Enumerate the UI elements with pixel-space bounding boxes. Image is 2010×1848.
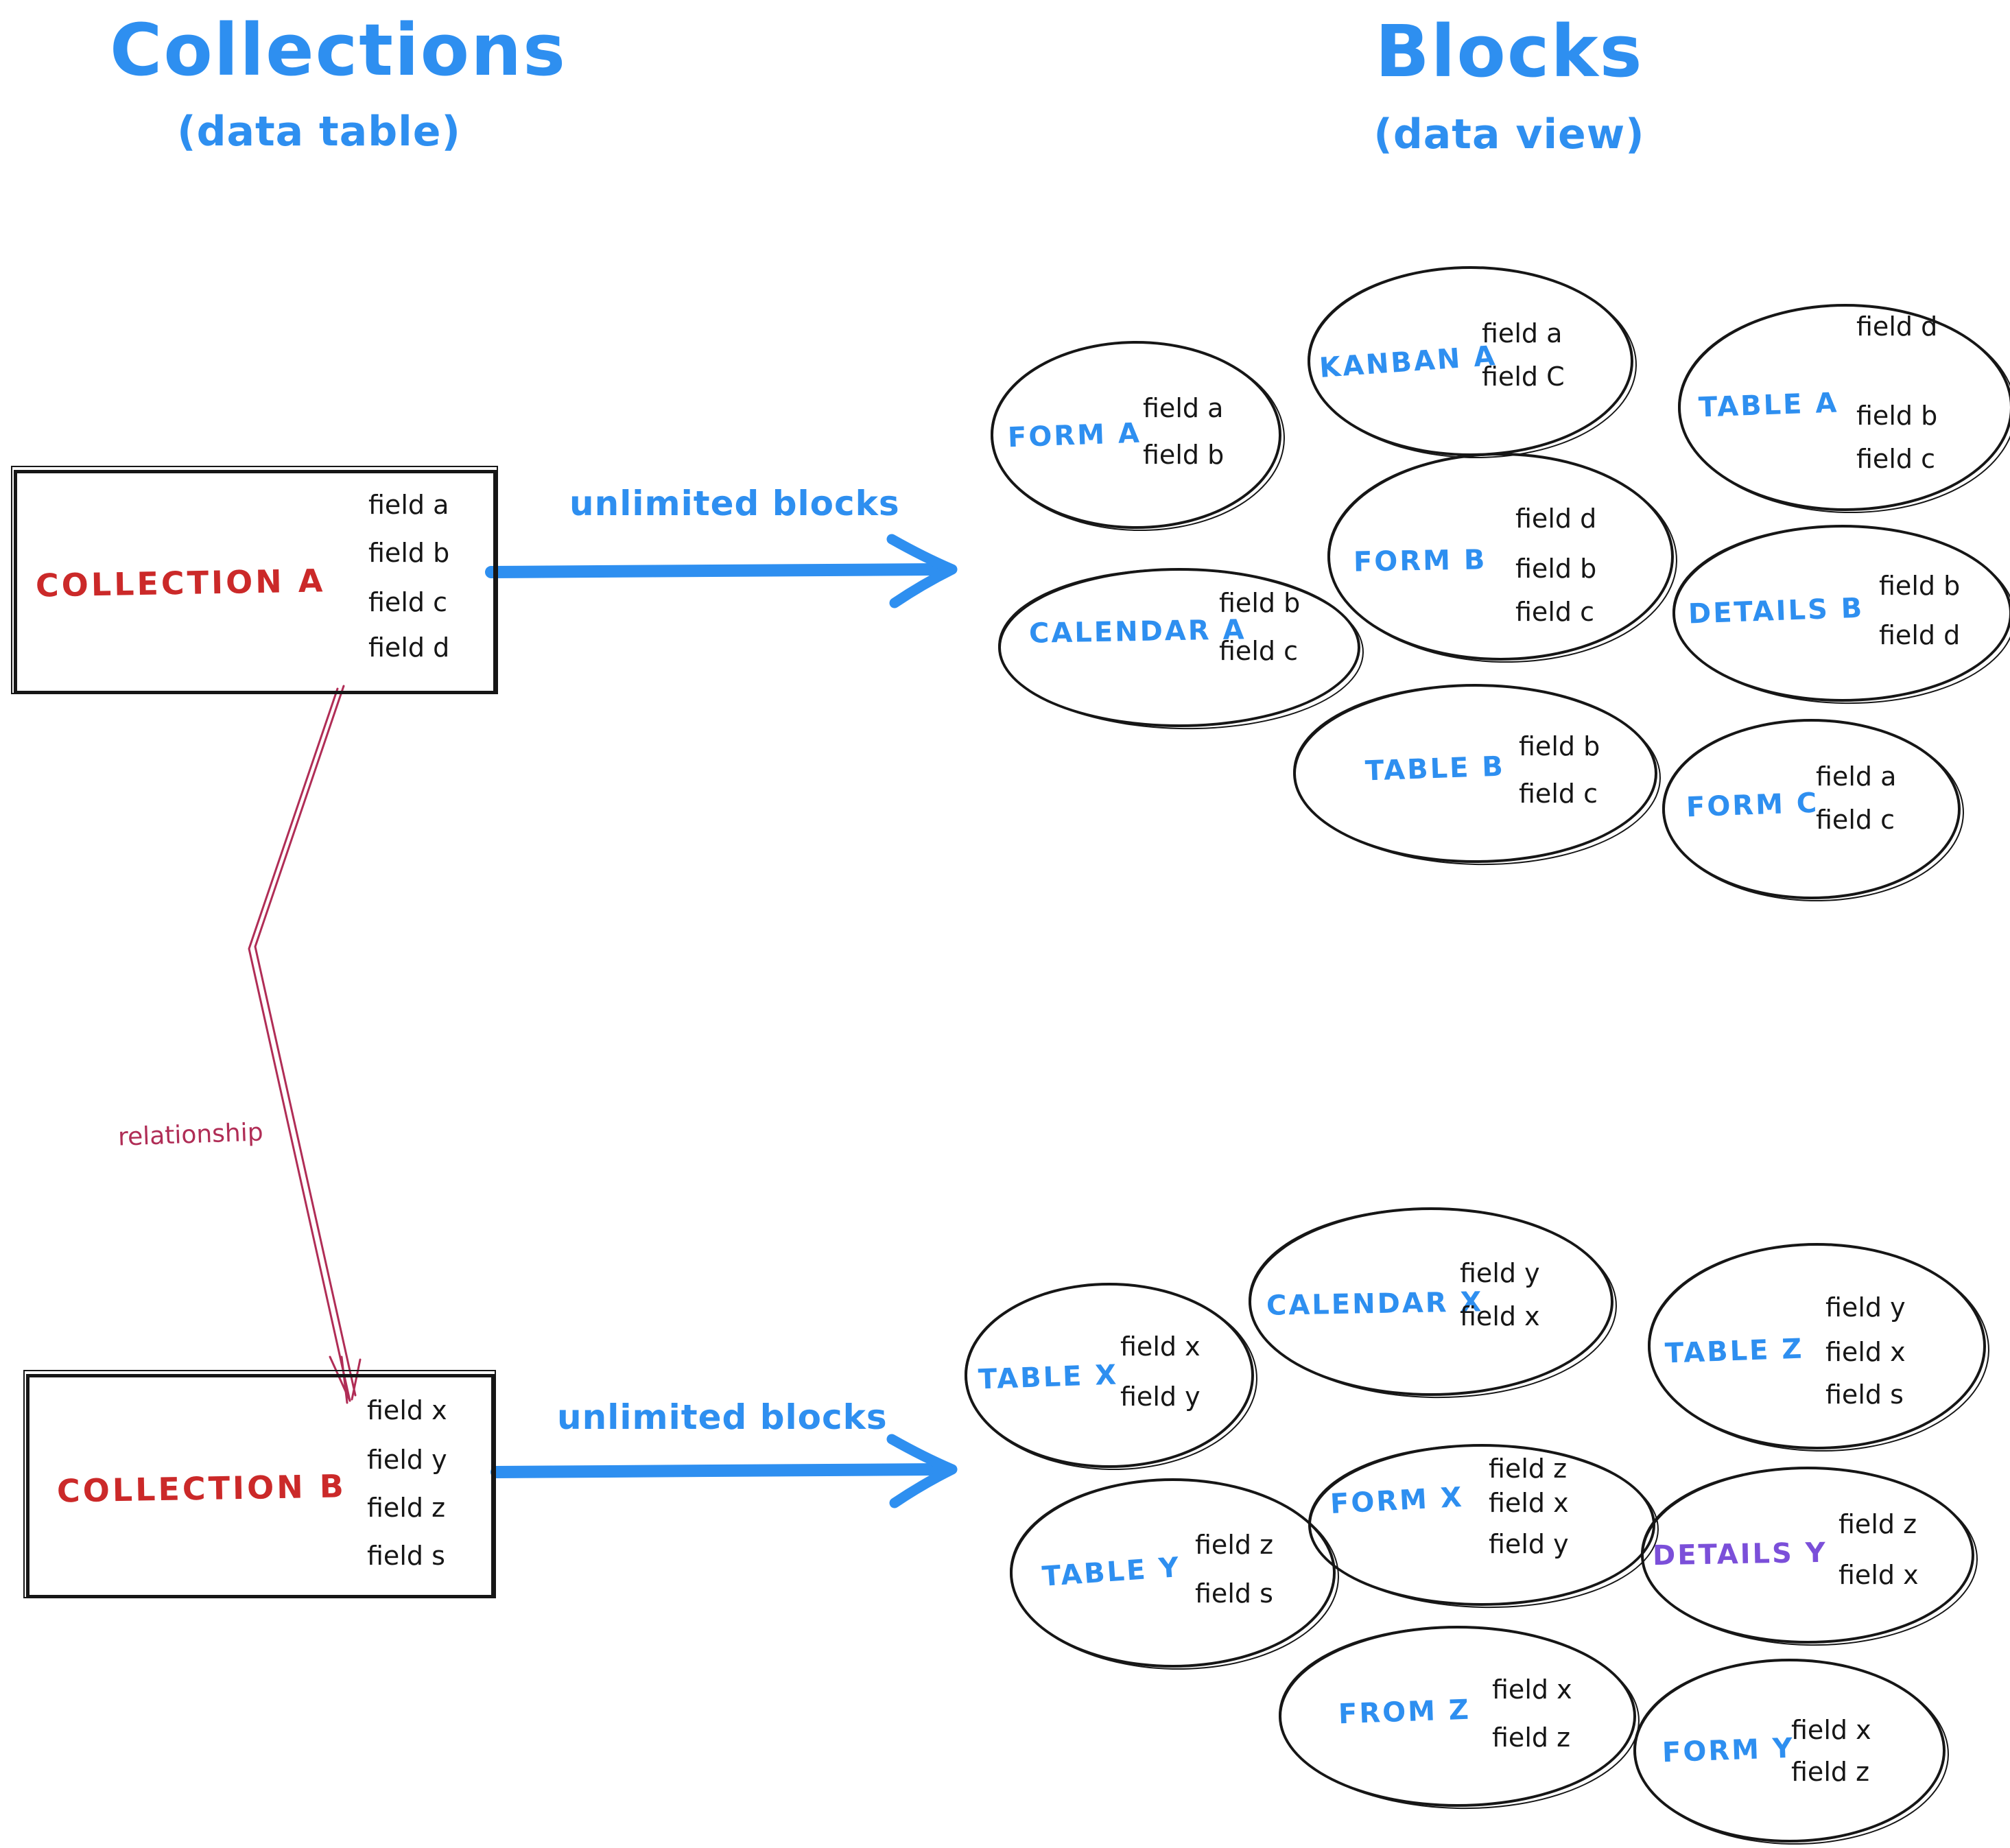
block-label-details-y: DETAILS Y (1652, 1537, 1828, 1572)
block-field: field z (1195, 1530, 1274, 1560)
block-ellipse-form-c (1662, 719, 1961, 899)
block-field: field z (1492, 1722, 1571, 1753)
unlimited-blocks-label-a: unlimited blocks (569, 484, 900, 523)
block-field: field s (1825, 1379, 1904, 1410)
block-field: field y (1489, 1529, 1569, 1559)
collection-field: field s (367, 1541, 445, 1571)
block-ellipse-table-y (1010, 1478, 1336, 1668)
block-field: field x (1489, 1488, 1569, 1518)
block-field: field z (1791, 1757, 1870, 1787)
block-label-table-a: TABLE A (1698, 387, 1840, 424)
block-field: field c (1219, 636, 1298, 666)
block-ellipse-details-y (1641, 1467, 1974, 1644)
block-field: field C (1482, 362, 1565, 392)
collection-field: field z (367, 1493, 446, 1523)
block-field: field d (1856, 311, 1938, 342)
block-ellipse-form-a (991, 341, 1281, 529)
block-field: field b (1219, 588, 1301, 618)
block-ellipse-form-y (1633, 1659, 1946, 1843)
block-field: field x (1492, 1674, 1572, 1705)
block-label-calendar-x: CALENDAR X (1266, 1286, 1484, 1322)
block-field: field d (1515, 504, 1597, 534)
block-label-details-b: DETAILS B (1688, 592, 1865, 630)
block-ellipse-table-z (1648, 1243, 1986, 1449)
block-field: field a (1482, 318, 1563, 348)
block-ellipse-calendar-x (1249, 1207, 1613, 1396)
block-ellipse-table-a (1678, 304, 2010, 511)
block-label-table-z: TABLE Z (1664, 1333, 1805, 1370)
collection-a-name: COLLECTION A (35, 562, 326, 604)
block-ellipse-table-b (1293, 684, 1657, 863)
block-field: field x (1838, 1560, 1919, 1590)
block-ellipse-form-x (1308, 1444, 1655, 1606)
collection-field: field a (368, 490, 449, 520)
block-ellipse-calendar-a (998, 568, 1360, 727)
blocks-subtitle: (data view) (1373, 110, 1645, 158)
block-field: field a (1143, 393, 1224, 423)
collection-b-name: COLLECTION B (56, 1467, 347, 1510)
block-field: field c (1515, 597, 1594, 627)
collection-b-box (23, 1370, 496, 1598)
block-field: field s (1195, 1578, 1273, 1609)
block-field: field b (1879, 571, 1961, 601)
collection-field: field y (367, 1445, 447, 1475)
block-field: field c (1816, 805, 1895, 835)
collection-field: field d (368, 632, 450, 663)
block-label-calendar-a: CALENDAR A (1028, 614, 1246, 650)
block-label-table-b: TABLE B (1364, 750, 1506, 787)
unlimited-blocks-arrow-b (490, 1434, 958, 1508)
block-label-form-y: FORM Y (1662, 1732, 1795, 1769)
collection-field: field c (368, 587, 447, 617)
collection-field: field b (368, 538, 450, 568)
block-field: field x (1120, 1331, 1201, 1362)
block-field: field b (1856, 401, 1938, 431)
block-field: field b (1519, 731, 1600, 761)
block-field: field b (1143, 440, 1225, 470)
block-label-form-c: FORM C (1686, 787, 1819, 824)
block-label-table-x: TABLE X (978, 1359, 1119, 1396)
block-ellipse-form-b (1327, 453, 1674, 661)
relationship-arrow (248, 685, 362, 1404)
block-field: field b (1515, 554, 1597, 584)
block-field: field y (1825, 1292, 1906, 1323)
block-field: field x (1825, 1337, 1906, 1367)
block-label-from-z: FROM Z (1338, 1694, 1471, 1731)
blocks-title: Blocks (1375, 10, 1644, 93)
collection-a-box (11, 466, 498, 694)
block-field: field c (1856, 444, 1935, 474)
unlimited-blocks-label-b: unlimited blocks (557, 1397, 888, 1437)
block-field: field x (1460, 1301, 1540, 1331)
collections-subtitle: (data table) (177, 108, 461, 156)
block-ellipse-table-x (965, 1283, 1254, 1468)
block-field: field d (1879, 620, 1961, 650)
block-ellipse-from-z (1279, 1626, 1636, 1807)
unlimited-blocks-arrow-a (485, 534, 958, 608)
block-field: field a (1816, 761, 1897, 792)
relationship-label: relationship (117, 1118, 264, 1152)
collection-field: field x (367, 1395, 447, 1425)
block-field: field c (1519, 779, 1598, 809)
collections-title: Collections (110, 8, 567, 92)
block-label-form-b: FORM B (1353, 544, 1487, 578)
block-field: field z (1838, 1509, 1917, 1539)
block-field: field z (1489, 1454, 1568, 1484)
block-field: field x (1791, 1715, 1871, 1745)
block-field: field y (1120, 1382, 1201, 1412)
block-field: field y (1460, 1258, 1540, 1288)
block-label-form-a: FORM A (1007, 417, 1142, 454)
